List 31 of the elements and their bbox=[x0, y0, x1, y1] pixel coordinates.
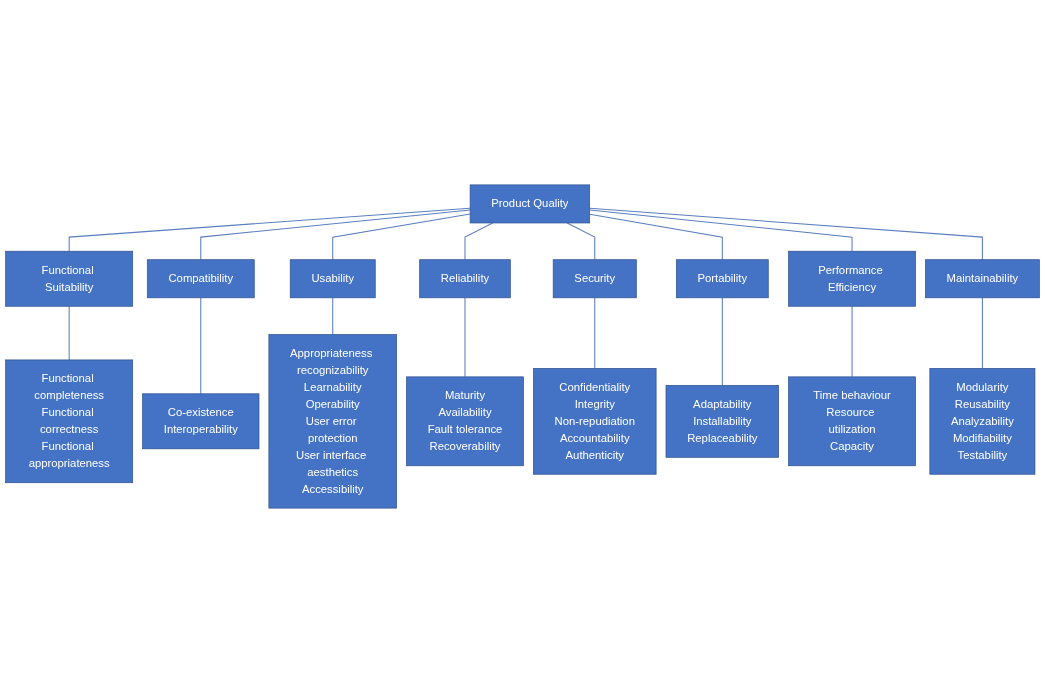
connector bbox=[589, 213, 723, 261]
node-box: Product Quality bbox=[469, 184, 590, 224]
node-box: Performance Efficiency bbox=[788, 250, 916, 307]
connector bbox=[851, 305, 853, 378]
connector bbox=[594, 297, 596, 369]
node-box: Modularity Reusability Analyzability Modifiability Testability bbox=[929, 368, 1036, 475]
node-box: Reliability bbox=[419, 259, 511, 299]
connector bbox=[721, 297, 723, 386]
node-box: Co-existence Interoperability bbox=[142, 393, 260, 450]
connector bbox=[981, 297, 983, 369]
node-box: Security bbox=[552, 259, 637, 299]
connector bbox=[589, 209, 853, 252]
connector bbox=[68, 207, 471, 252]
node-box: Adaptability Installability Replaceability bbox=[665, 384, 779, 458]
connector bbox=[200, 297, 202, 395]
connector bbox=[68, 305, 70, 361]
node-box: Functional Suitability bbox=[5, 250, 134, 307]
node-box: Appropriateness recognizability Learnability Operability User error protection User interface aesthetics Accessibility bbox=[268, 334, 397, 509]
node-box: Maintainability bbox=[925, 259, 1040, 299]
connector bbox=[332, 213, 471, 261]
node-box: Confidentiality Integrity Non-repudiation Accountability Authenticity bbox=[533, 368, 657, 475]
node-box: Time behaviour Resource utilization Capacity bbox=[788, 376, 916, 467]
connector bbox=[589, 207, 983, 261]
node-box: Maturity Availability Fault tolerance Recoverability bbox=[406, 376, 524, 467]
node-box: Portability bbox=[676, 259, 769, 299]
connector bbox=[464, 297, 466, 378]
node-box: Functional completeness Functional correctness Functional appropriateness bbox=[5, 359, 134, 484]
connector bbox=[200, 209, 471, 261]
node-box: Compatibility bbox=[146, 259, 255, 299]
node-box: Usability bbox=[289, 259, 376, 299]
connector bbox=[332, 297, 334, 336]
